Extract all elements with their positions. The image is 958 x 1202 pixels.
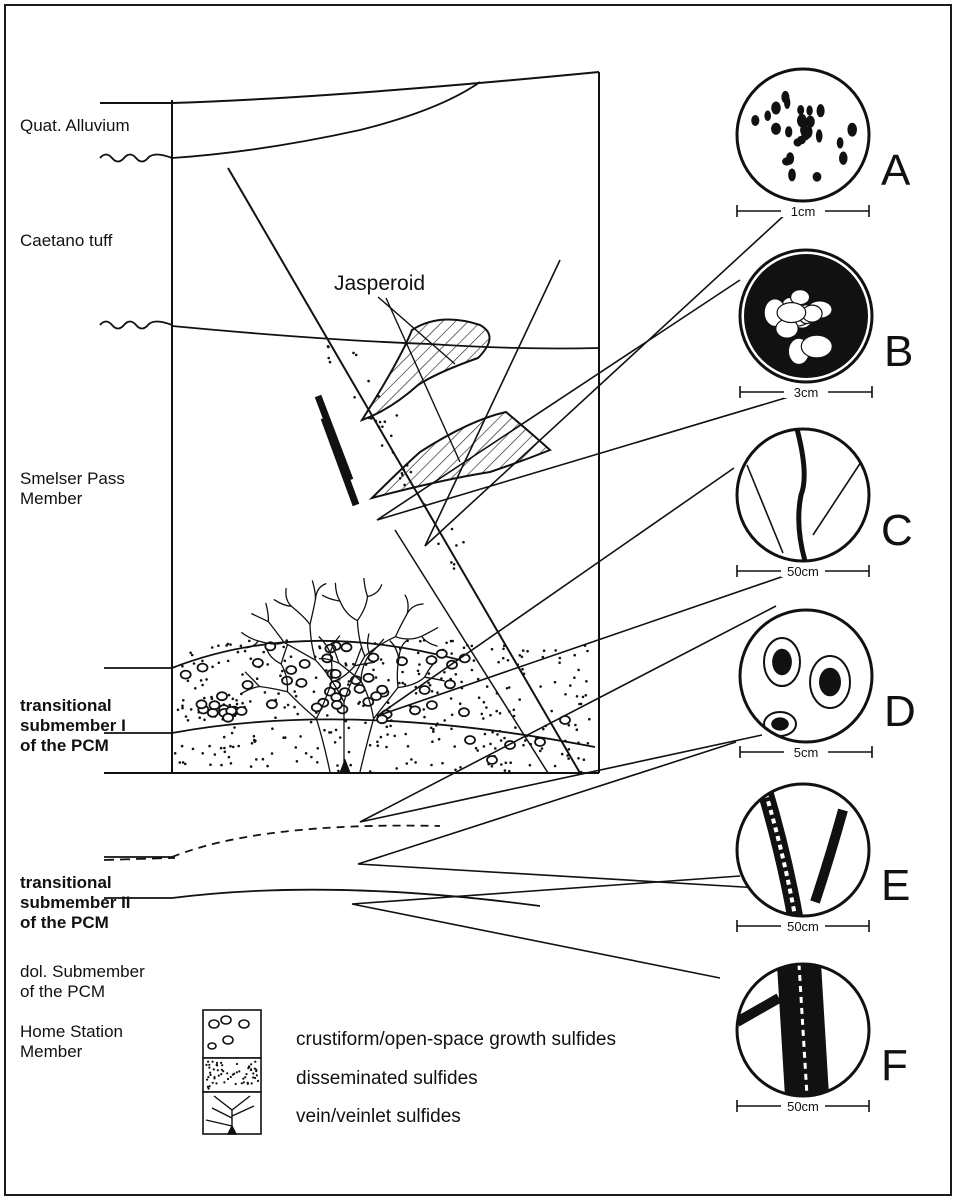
scale-label: 50cm (787, 564, 819, 579)
strata-label: of the PCM (20, 736, 109, 755)
scale-label: 3cm (794, 385, 819, 400)
jasperoid-upper (362, 320, 490, 420)
alluvium-base (172, 82, 480, 158)
strata-label: of the PCM (20, 913, 109, 932)
strata-label: Member (20, 1042, 83, 1061)
strata-label: Caetano tuff (20, 231, 113, 250)
legend: crustiform/open-space growth sulfides di… (203, 1010, 616, 1134)
inset-letter: E (881, 861, 910, 910)
strata-label: submember I (20, 716, 126, 735)
inset-letter: A (881, 146, 911, 195)
strata-label: transitional (20, 873, 112, 892)
legend-vein-label: vein/veinlet sulfides (296, 1106, 461, 1127)
vein-network (240, 578, 444, 773)
inset-letter: C (881, 506, 913, 555)
legend-disseminated-label: disseminated sulfides (296, 1068, 478, 1089)
inset-c: 50cm C (737, 429, 913, 579)
tuff-base (172, 326, 599, 349)
legend-swatch-crustiform (203, 1010, 261, 1058)
inset-letter: B (884, 327, 913, 376)
legend-swatch-disseminated (203, 1058, 261, 1092)
scale-label: 50cm (787, 1099, 819, 1114)
inset-b: 3cm B (740, 250, 913, 400)
inset-d: 5cm D (740, 610, 916, 760)
strata-label: dol. Submember (20, 962, 145, 981)
jasperoid-label: Jasperoid (334, 272, 425, 295)
inset-f: 50cm F (737, 964, 908, 1114)
crustiform-zone-top (172, 641, 460, 668)
inset-letter: F (881, 1041, 908, 1090)
scale-label: 50cm (787, 919, 819, 934)
strata-label: Home Station (20, 1022, 123, 1041)
strata-label: submember II (20, 893, 131, 912)
scale-label: 1cm (791, 204, 816, 219)
strata-label: of the PCM (20, 982, 105, 1001)
legend-swatch-vein (203, 1092, 261, 1134)
inset-a: 1cm A (737, 69, 911, 219)
submember-ii-top (172, 826, 440, 857)
strata-label: Smelser Pass (20, 469, 125, 488)
strata-label: Member (20, 489, 83, 508)
jasperoid-bodies (362, 320, 550, 498)
inset-letter: D (884, 687, 916, 736)
strata-label: transitional (20, 696, 112, 715)
wavy-contact-top (100, 155, 172, 162)
inset-e: 50cm E (737, 784, 910, 934)
scale-label: 5cm (794, 745, 819, 760)
strata-label: Quat. Alluvium (20, 116, 130, 135)
wavy-contact-mid (100, 322, 172, 329)
fault-arrow-symbol (318, 396, 356, 505)
legend-crustiform-label: crustiform/open-space growth sulfides (296, 1029, 616, 1050)
